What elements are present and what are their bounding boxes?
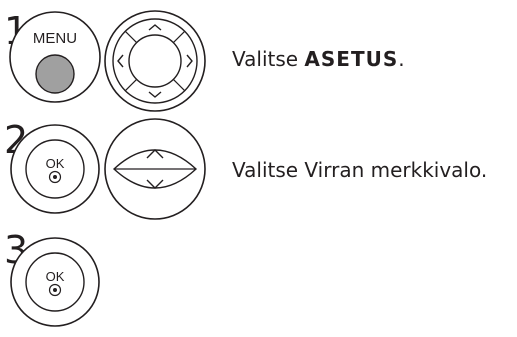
- up-arrow-icon: [148, 24, 162, 31]
- ok-button-label: OK: [46, 156, 65, 171]
- four-way-navigation-pad[interactable]: [104, 10, 206, 112]
- step-2-graphic: 2 OK: [4, 118, 206, 220]
- step-1-instruction: Valitse ASETUS.: [232, 47, 405, 71]
- menu-button-label: MENU: [33, 30, 77, 47]
- left-arrow-icon: [117, 54, 124, 68]
- down-arrow-icon: [148, 91, 162, 98]
- step-2-instruction: Valitse Virran merkkivalo.: [232, 158, 488, 182]
- instruction-suffix: .: [398, 47, 405, 71]
- up-arrow-icon: [146, 149, 164, 159]
- menu-button[interactable]: MENU: [9, 11, 101, 103]
- step-2-buttons: 2 OK: [0, 113, 230, 223]
- menu-name-asetus: ASETUS: [304, 47, 399, 71]
- step-3-graphic: 3 OK: [4, 228, 100, 327]
- step-1-buttons: 1 MENU: [0, 0, 230, 112]
- step-3-buttons: 3 OK: [0, 225, 230, 335]
- ok-button[interactable]: OK: [10, 124, 100, 214]
- step-2: 2 OK Valitse Virran merkkivalo.: [0, 113, 517, 223]
- step-1: 1 MENU: [0, 0, 517, 112]
- step-1-graphic: 1 MENU: [4, 9, 206, 112]
- ok-button[interactable]: OK: [10, 237, 100, 327]
- right-arrow-icon: [186, 54, 193, 68]
- down-arrow-icon: [146, 179, 164, 189]
- ok-button-label: OK: [46, 269, 65, 284]
- step-3: 3 OK: [0, 225, 517, 335]
- instruction-prefix: Valitse: [232, 47, 305, 71]
- up-down-navigation-pad[interactable]: [104, 118, 206, 220]
